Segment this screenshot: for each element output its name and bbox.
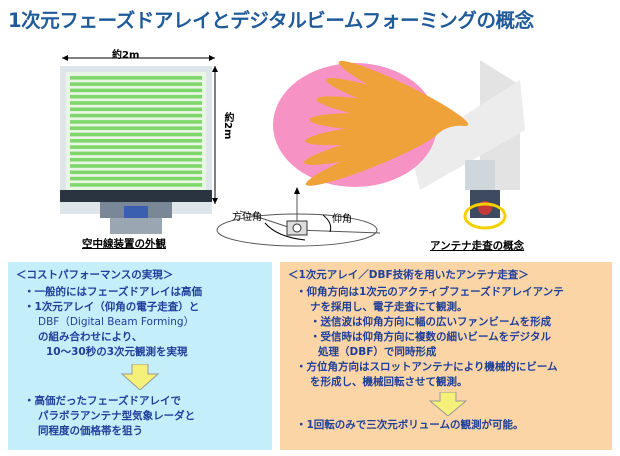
receive-beam <box>338 60 469 127</box>
elevation-label: 仰角 <box>332 214 352 225</box>
scan-line-7: を形成し、機械回転させて観測。 <box>310 376 468 388</box>
antenna-element <box>70 88 202 93</box>
antenna-photo <box>40 44 260 254</box>
antenna-element <box>70 120 202 124</box>
scan-result-line: ・1回転のみで三次元ボリュームの観測が可能。 <box>296 419 524 431</box>
antenna-element <box>70 176 202 181</box>
scan-caption: アンテナ走査の概念 <box>430 240 525 252</box>
antenna-element <box>70 82 202 86</box>
cost-panel-heading: ＜コストパフォーマンスの実現＞ <box>16 269 174 281</box>
cost-result-line-2: パラボラアンテナ型気象レーダと <box>38 410 196 422</box>
cost-line-1: ・一般的にはフェーズドアレイは高価 <box>24 286 202 298</box>
antenna-element <box>70 126 202 130</box>
antenna-element <box>70 139 202 143</box>
cost-panel: ＜コストパフォーマンスの実現＞ ・一般的にはフェーズドアレイは高価 ・1次元アレ… <box>8 262 272 450</box>
antenna-element <box>70 113 202 118</box>
scan-panel: ＜1次元アレイ／DBF技術を用いたアンテナ走査＞ ・仰角方向は1次元のアクティブ… <box>280 262 612 450</box>
scan-line-4: ・受信時は仰角方向に複数の細いビームをデジタル <box>310 331 551 343</box>
antenna-element <box>70 170 202 175</box>
cost-line-3: DBF（Digital Beam Forming） <box>38 316 195 328</box>
height-label: 約2m <box>222 112 233 140</box>
antenna-element <box>70 151 202 156</box>
cost-line-2: ・1次元アレイ（仰角の電子走査）と <box>24 301 200 313</box>
antenna-caption: 空中線装置の外観 <box>82 238 166 250</box>
width-label: 約2m <box>112 50 140 61</box>
antenna-element <box>70 76 202 80</box>
antenna-element <box>70 183 202 187</box>
cost-line-4: の組み合わせにより、 <box>38 331 143 343</box>
scan-line-3: ・送信波は仰角方向に幅の広いファンビームを形成 <box>310 316 552 328</box>
antenna-element <box>70 94 202 99</box>
beam-scan-diagram <box>270 40 610 240</box>
scan-geometry-diagram <box>205 185 390 255</box>
cost-result-line-3: 同程度の価格帯を狙う <box>38 425 143 437</box>
antenna-element <box>70 145 202 149</box>
cost-arrow <box>120 363 160 391</box>
cost-result-line-1: ・高価だったフェーズドアレイで <box>24 395 181 407</box>
scan-arrow <box>428 391 468 417</box>
cost-line-5: 10〜30秒の3次元観測を実現 <box>46 346 188 358</box>
antenna-element <box>70 157 202 162</box>
page-title: 1次元フェーズドアレイとデジタルビームフォーミングの概念 <box>8 9 534 32</box>
antenna-element <box>70 164 202 168</box>
antenna-element <box>70 107 202 112</box>
antenna-element <box>70 132 202 137</box>
scan-line-6: ・方位角方向はスロットアンテナにより機械的にビーム <box>296 361 558 373</box>
scan-line-1: ・仰角方向は1次元のアクティブフェーズドアレイアンテ <box>296 286 564 298</box>
antenna-element <box>70 101 202 105</box>
scan-line-5: 処理（DBF）で同時形成 <box>318 346 437 358</box>
scan-panel-heading: ＜1次元アレイ／DBF技術を用いたアンテナ走査＞ <box>288 269 529 281</box>
scan-line-2: ナを採用し、電子走査にて観測。 <box>310 301 468 313</box>
azimuth-label: 方位角 <box>232 212 262 223</box>
